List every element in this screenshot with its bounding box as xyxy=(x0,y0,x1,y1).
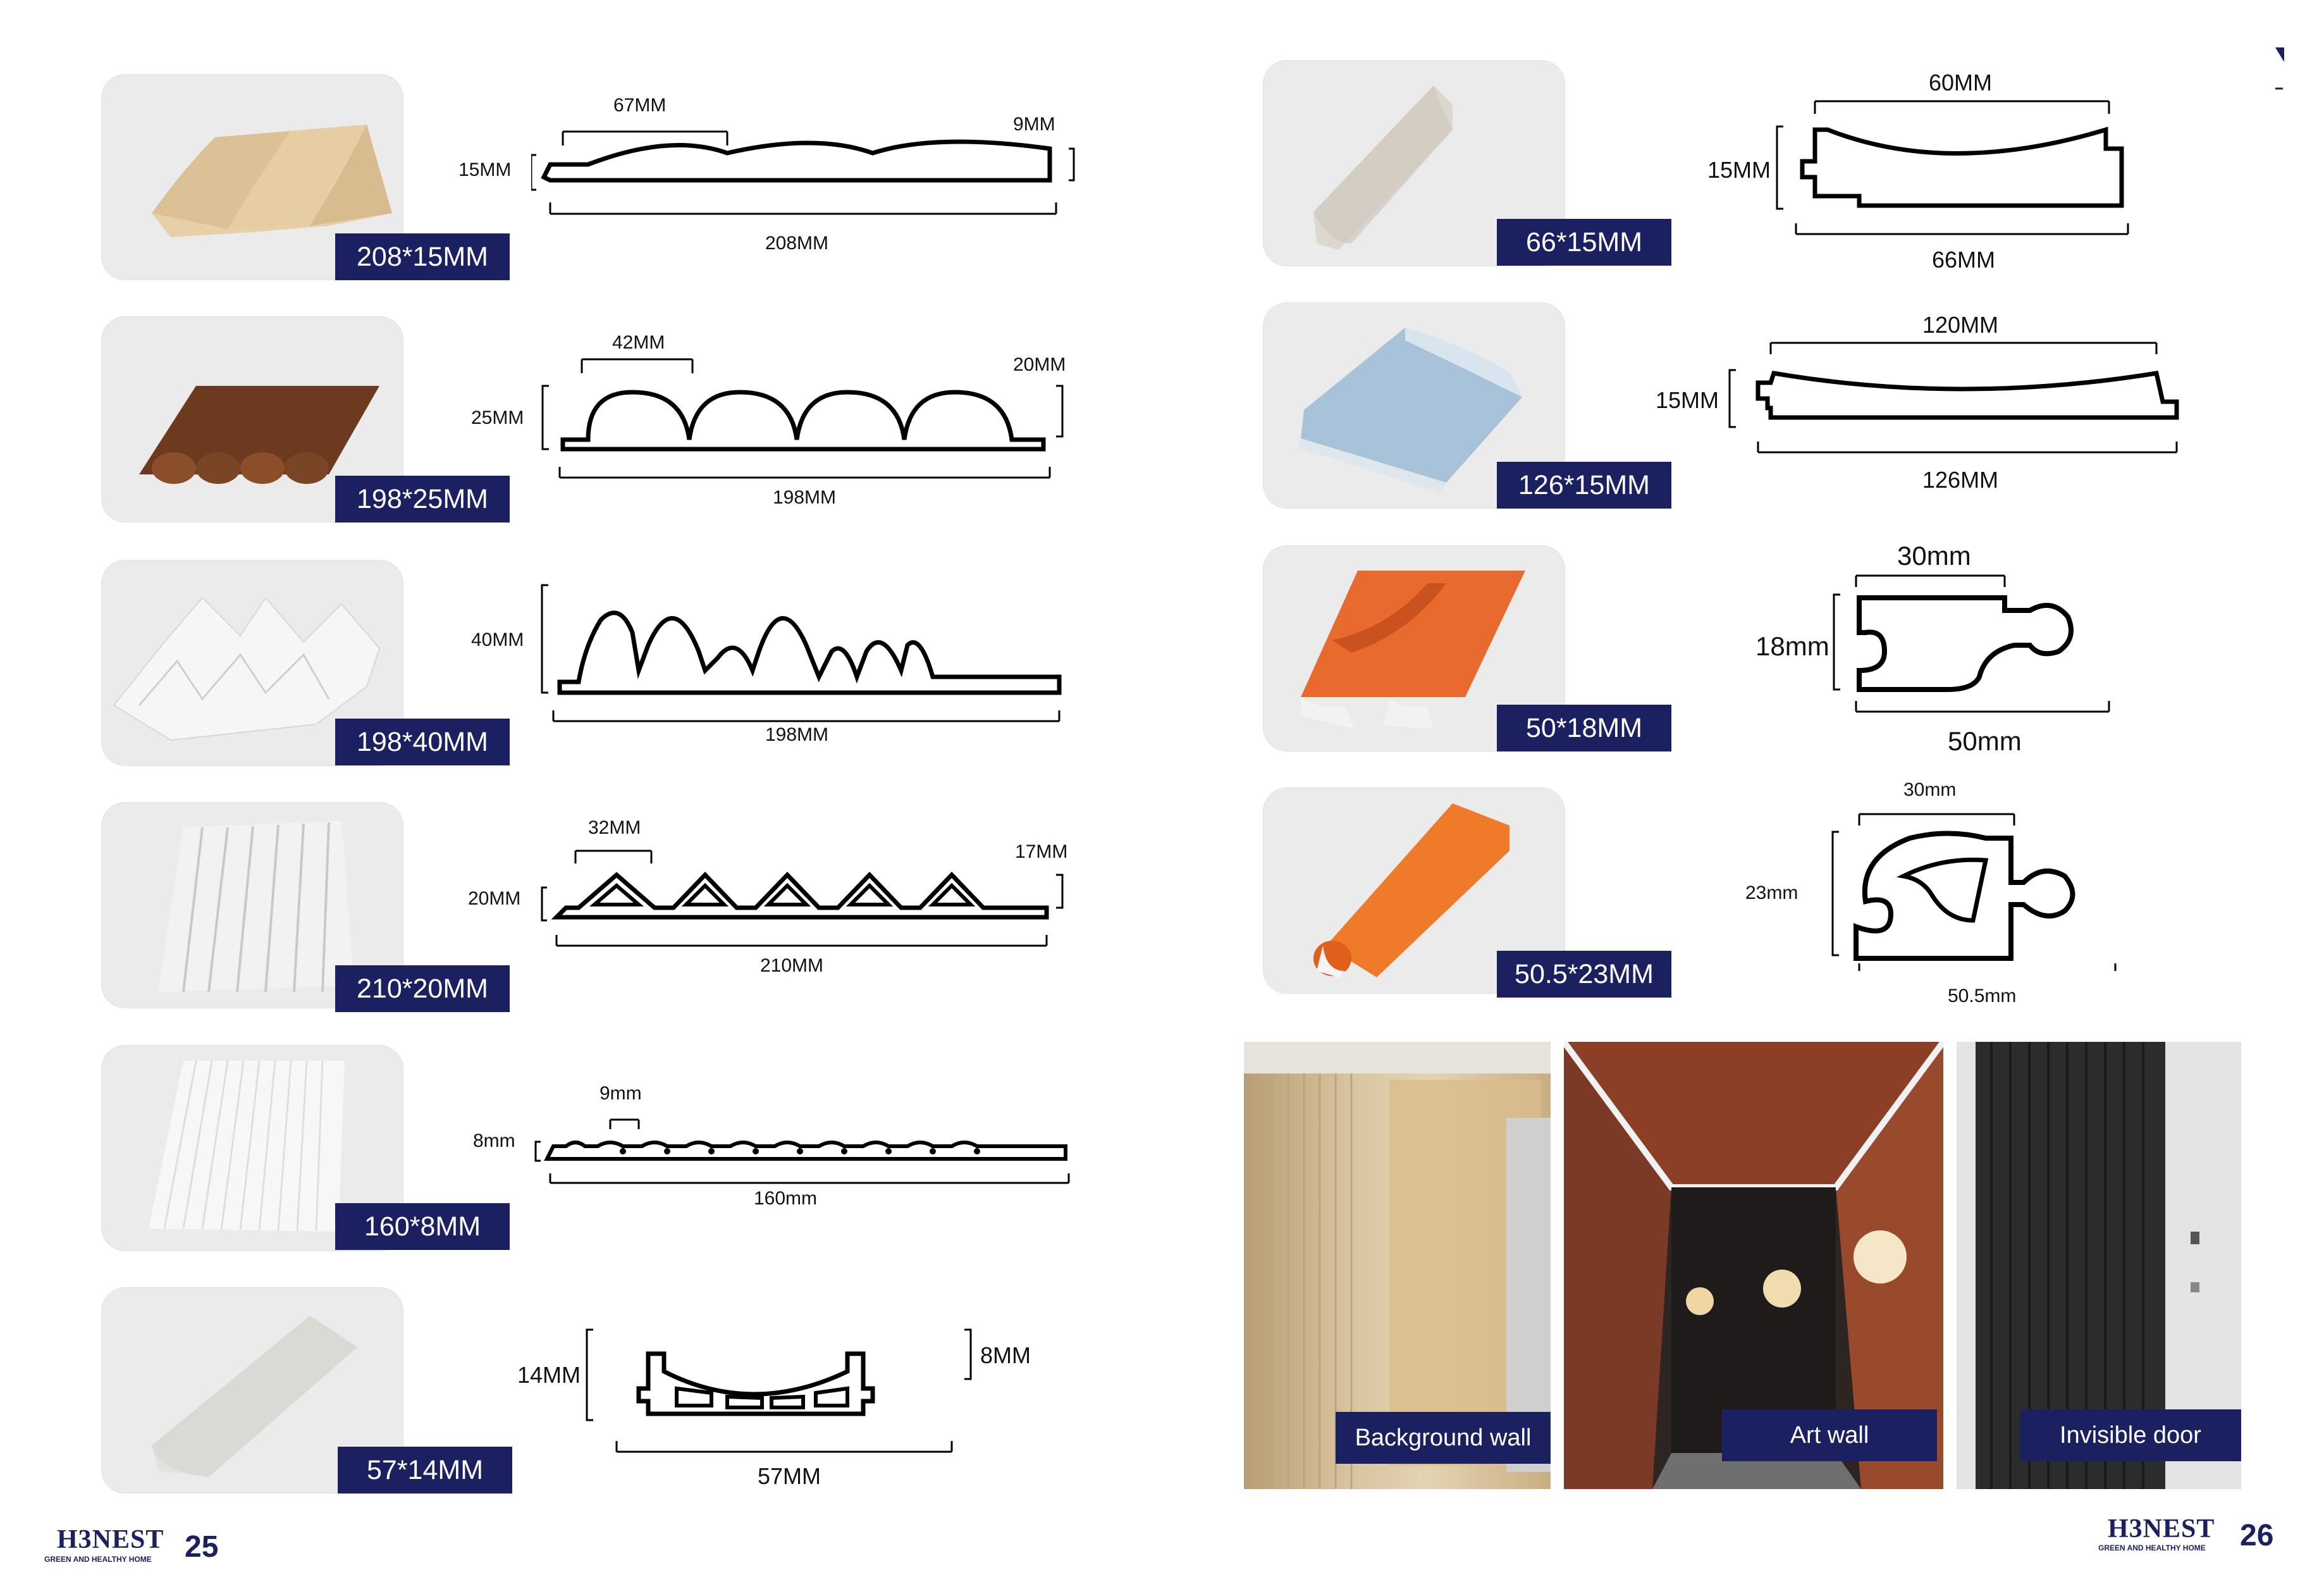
product-label-198x40: 198*40MM xyxy=(335,719,510,765)
product-card-198x40 xyxy=(101,560,403,766)
product-image-beige-cove xyxy=(1313,85,1453,250)
product-image-grey-cove xyxy=(152,1316,357,1477)
profile-diagram-50x18 xyxy=(1833,574,2110,713)
product-image-white-slats xyxy=(149,1060,345,1232)
dim-height: 23mm xyxy=(1745,882,1798,903)
dim-bottom: 50.5mm xyxy=(1948,986,2017,1006)
dim-top: 120MM xyxy=(1922,312,1999,338)
profile-diagram-198x40 xyxy=(541,584,1062,722)
dim-bottom: 210MM xyxy=(760,955,824,976)
dim-height: 40MM xyxy=(471,629,524,650)
product-image-white-wave xyxy=(113,597,381,741)
profile-diagram-210x20 xyxy=(541,850,1064,947)
page-number-left: 25 xyxy=(185,1530,219,1564)
dim-height: 25MM xyxy=(471,407,524,428)
photo-caption: Invisible door xyxy=(2020,1409,2241,1461)
product-card-198x25 xyxy=(101,316,403,523)
dim-right: 17MM xyxy=(1015,841,1068,862)
product-image-orange-profile xyxy=(1301,571,1525,729)
brand-tagline: GREEN AND HEALTHY HOME xyxy=(2098,1543,2206,1552)
product-card-208x15 xyxy=(101,74,403,280)
dim-bottom: 198MM xyxy=(765,724,829,745)
dim-height: 14MM xyxy=(517,1362,581,1388)
photo-caption: Art wall xyxy=(1722,1409,1937,1461)
dim-top: 42MM xyxy=(612,332,665,353)
product-label-50-5x23: 50.5*23MM xyxy=(1497,951,1671,998)
dim-right: 20MM xyxy=(1013,354,1066,375)
product-card-57x14 xyxy=(101,1287,403,1494)
product-label-66x15: 66*15MM xyxy=(1497,219,1671,266)
profile-diagram-208x15 xyxy=(531,130,1075,215)
brand-tagline: GREEN AND HEALTHY HOME xyxy=(44,1555,152,1564)
dim-height: 15MM xyxy=(1707,157,1771,183)
profile-diagram-57x14 xyxy=(586,1328,972,1453)
profile-diagram-198x25 xyxy=(541,358,1064,479)
product-label-208x15: 208*15MM xyxy=(335,233,510,280)
dim-top: 32MM xyxy=(588,817,641,838)
dim-bottom: 50mm xyxy=(1948,726,2022,756)
product-image-orange-handrail xyxy=(1313,803,1509,977)
dim-height: 15MM xyxy=(458,159,512,180)
product-label-50x18: 50*18MM xyxy=(1497,705,1671,751)
dim-top: 30mm xyxy=(1903,779,1957,800)
product-label-210x20: 210*20MM xyxy=(335,965,510,1012)
product-image-white-zigzag xyxy=(158,821,354,993)
product-card-210x20 xyxy=(101,802,403,1008)
dim-right: 8MM xyxy=(980,1342,1031,1368)
profile-diagram-66x15 xyxy=(1776,100,2129,235)
dim-height: 15MM xyxy=(1656,387,1719,413)
photo-art-wall: Art wall xyxy=(1564,1042,1943,1489)
dim-top: 67MM xyxy=(613,95,667,116)
dim-height: 8mm xyxy=(473,1130,515,1151)
photo-background-wall: Background wall xyxy=(1244,1042,1551,1489)
product-label-160x8: 160*8MM xyxy=(335,1203,510,1250)
dim-bottom: 126MM xyxy=(1922,467,1999,493)
page-number-right: 26 xyxy=(2240,1519,2274,1552)
dim-bottom: 160mm xyxy=(754,1188,818,1209)
brand-logo: H3NEST xyxy=(2108,1514,2215,1543)
dim-right: 9MM xyxy=(1013,114,1055,135)
profile-diagram-126x15 xyxy=(1728,342,2179,454)
photo-invisible-door: Invisible door xyxy=(1957,1042,2241,1489)
dim-height: 20MM xyxy=(468,888,521,909)
dim-bottom: 66MM xyxy=(1932,247,1996,273)
product-label-126x15: 126*15MM xyxy=(1497,462,1671,509)
brand-logo: H3NEST xyxy=(57,1525,164,1554)
product-image-wood-fluted xyxy=(152,125,392,237)
dim-bottom: 198MM xyxy=(773,487,837,508)
profile-diagram-160x8 xyxy=(534,1118,1070,1184)
dim-top: 9mm xyxy=(599,1083,642,1104)
dim-bottom: 208MM xyxy=(765,233,829,254)
dim-height: 18mm xyxy=(1755,631,1829,661)
dim-bottom: 57MM xyxy=(758,1463,821,1489)
photo-caption: Background wall xyxy=(1336,1412,1551,1464)
profile-diagram-50-5x23 xyxy=(1831,813,2117,971)
corner-mark xyxy=(2275,47,2284,90)
dim-top: 30mm xyxy=(1897,541,1971,571)
product-label-198x25: 198*25MM xyxy=(335,476,510,523)
dim-top: 60MM xyxy=(1929,70,1993,96)
product-label-57x14: 57*14MM xyxy=(338,1447,512,1494)
product-image-blue-cove xyxy=(1298,328,1522,492)
product-image-walnut-fluted xyxy=(139,386,379,484)
